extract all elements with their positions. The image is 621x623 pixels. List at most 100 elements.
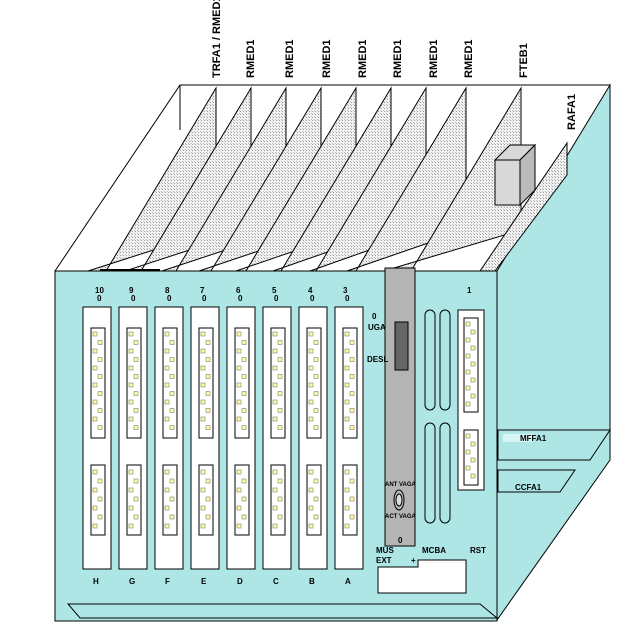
connector-pin <box>205 374 211 379</box>
connector-pin <box>200 416 206 422</box>
connector-pin <box>349 496 355 502</box>
slot-letter: D <box>237 577 243 586</box>
connector-pin <box>92 505 98 511</box>
connector-pin <box>308 487 314 493</box>
top-label: RMED1 <box>321 39 333 78</box>
slot-zero: 0 <box>345 294 350 303</box>
connector-pin <box>308 523 314 529</box>
connector-pin <box>205 478 211 484</box>
connector-pin <box>236 469 242 475</box>
connector-pin <box>470 361 476 367</box>
connector-pin <box>128 523 134 529</box>
top-label: FTEB1 <box>518 43 530 78</box>
connector-pin <box>465 465 471 471</box>
connector-pin <box>344 505 350 511</box>
connector-pin <box>236 523 242 529</box>
top-label: RMED1 <box>392 39 404 78</box>
connector-pin <box>97 391 103 396</box>
connector-pin <box>97 374 103 379</box>
connector-pin <box>164 348 170 354</box>
connector-pin <box>241 357 247 362</box>
connector-pin <box>205 496 211 502</box>
connector-pin <box>272 469 278 475</box>
card-slot <box>262 306 292 570</box>
top-label: RMED1 <box>428 39 440 78</box>
connector-pin <box>236 505 242 511</box>
slot-zero: 0 <box>238 294 243 303</box>
slot-zero: 0 <box>131 294 136 303</box>
connector-pin <box>470 441 476 447</box>
label-mus: MUS <box>376 546 394 555</box>
connector-pin <box>344 331 350 337</box>
slot-1-ovals <box>424 309 451 524</box>
connector-pin <box>277 514 283 520</box>
connector-pin <box>92 331 98 337</box>
connector-pin <box>205 408 211 413</box>
connector-pin <box>313 408 319 413</box>
connector-pin <box>241 340 247 345</box>
connector-pin <box>164 365 170 371</box>
connector-pin <box>92 523 98 529</box>
connector-pin <box>465 369 471 375</box>
connector-pin <box>308 331 314 337</box>
connector-pin <box>241 496 247 502</box>
connector-pin <box>164 382 170 388</box>
connector-pin <box>344 399 350 405</box>
connector-pin <box>128 399 134 405</box>
connector-pin <box>308 382 314 388</box>
slot-number: 4 <box>308 286 313 295</box>
connector-pin <box>97 340 103 345</box>
card-slot <box>118 306 148 570</box>
connector-pin <box>470 345 476 351</box>
slot-letter: A <box>345 577 351 586</box>
slot-letter: E <box>201 577 207 586</box>
connector-pin <box>344 487 350 493</box>
connector-pin <box>241 478 247 484</box>
connector-pin <box>92 469 98 475</box>
connector-pin <box>169 514 175 520</box>
card-slot <box>226 306 256 570</box>
connector-pin <box>128 487 134 493</box>
connector-pin <box>200 331 206 337</box>
connector-pin <box>344 382 350 388</box>
slot-zero: 0 <box>97 294 102 303</box>
connector-pin <box>128 416 134 422</box>
slot-1-connectors <box>457 309 485 491</box>
label-ccfa: CCFA1 <box>515 483 542 492</box>
connector-pin <box>277 496 283 502</box>
connector-pin <box>169 340 175 345</box>
connector-pin <box>164 505 170 511</box>
connector-pin <box>470 457 476 463</box>
connector-pin <box>236 399 242 405</box>
slot-letter: G <box>129 577 135 586</box>
connector-pin <box>308 416 314 422</box>
connector-pin <box>470 377 476 383</box>
fteb-block <box>493 143 537 207</box>
label-zero-bottom: 0 <box>398 536 403 545</box>
connector-pin <box>272 382 278 388</box>
connector-pin <box>349 478 355 484</box>
connector-pin <box>97 496 103 502</box>
connector-pin <box>465 353 471 359</box>
connector-pin <box>465 449 471 455</box>
connector-pin <box>465 401 471 407</box>
connector-pin <box>200 348 206 354</box>
connector-pin <box>277 478 283 484</box>
connector-pin <box>164 487 170 493</box>
connector-pin <box>128 469 134 475</box>
connector-pin <box>128 365 134 371</box>
connector-pin <box>169 391 175 396</box>
connector-pin <box>272 399 278 405</box>
connector-pin <box>241 425 247 430</box>
connector-pin <box>92 487 98 493</box>
connector-pin <box>133 357 139 362</box>
connector-pin <box>277 408 283 413</box>
connector-pin <box>344 469 350 475</box>
connector-pin <box>133 408 139 413</box>
card-slot <box>334 306 364 570</box>
connector-pin <box>272 416 278 422</box>
label-mffa: MFFA1 <box>520 434 547 443</box>
connector-pin <box>241 391 247 396</box>
slot-number: 1 <box>467 286 472 295</box>
top-label: RMED1 <box>284 39 296 78</box>
